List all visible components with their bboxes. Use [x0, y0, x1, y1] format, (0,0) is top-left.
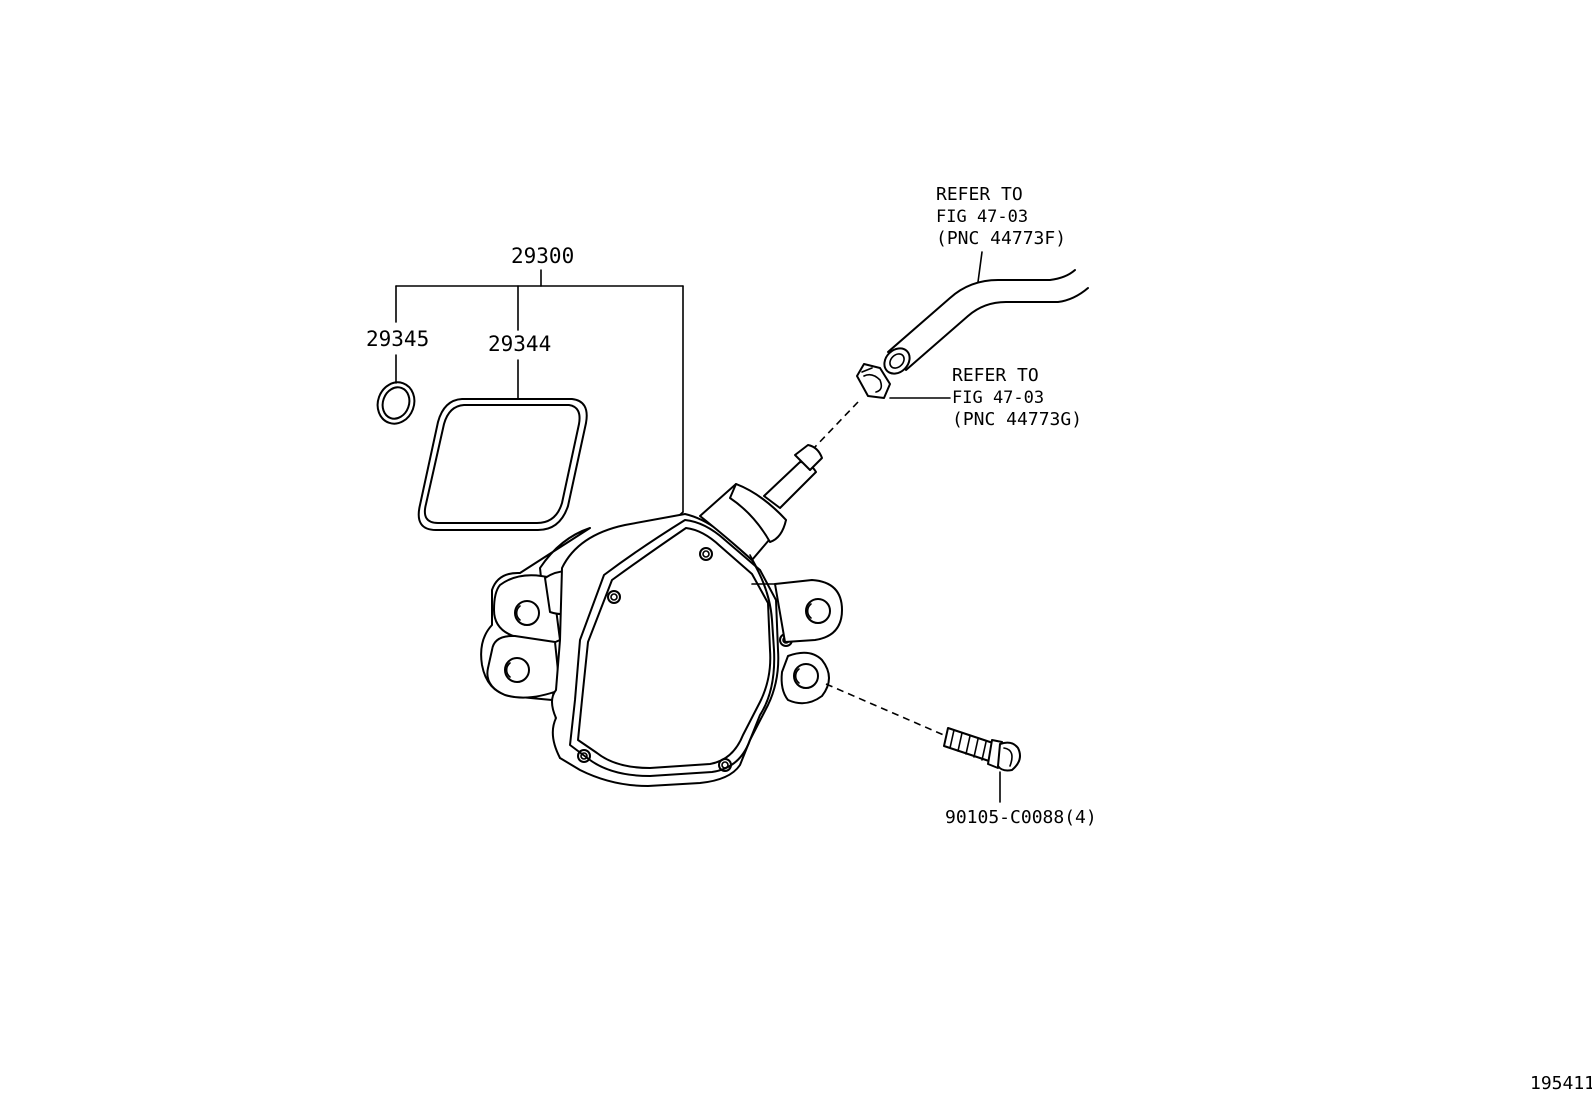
hose-ref-line-1: REFER TO: [936, 184, 1023, 205]
vacuum-pump: [480, 444, 843, 787]
clamp-ref-line-1: REFER TO: [952, 365, 1039, 386]
o-ring-29345: 29345: [366, 327, 429, 425]
label-gasket-29344: 29344: [488, 332, 551, 356]
hose-ref-line-2: FIG 47-03: [936, 207, 1028, 227]
bolt-90105-c0088: 90105-C0088(4): [825, 683, 1097, 828]
hose-clamp: REFER TO FIG 47-03 (PNC 44773G): [813, 363, 1082, 449]
label-bolt: 90105-C0088(4): [945, 807, 1097, 828]
label-oring-29345: 29345: [366, 327, 429, 351]
figure-number: 195411: [1530, 1073, 1592, 1094]
label-assembly-29300: 29300: [511, 244, 574, 268]
hose-ref-line-3: (PNC 44773F): [936, 228, 1066, 249]
vacuum-hose: REFER TO FIG 47-03 (PNC 44773F): [883, 184, 1089, 375]
gasket-29344: 29344: [417, 332, 588, 531]
assembly-bracket: 29300: [395, 244, 684, 535]
clamp-ref-line-2: FIG 47-03: [952, 388, 1044, 408]
clamp-ref-line-3: (PNC 44773G): [952, 409, 1082, 430]
